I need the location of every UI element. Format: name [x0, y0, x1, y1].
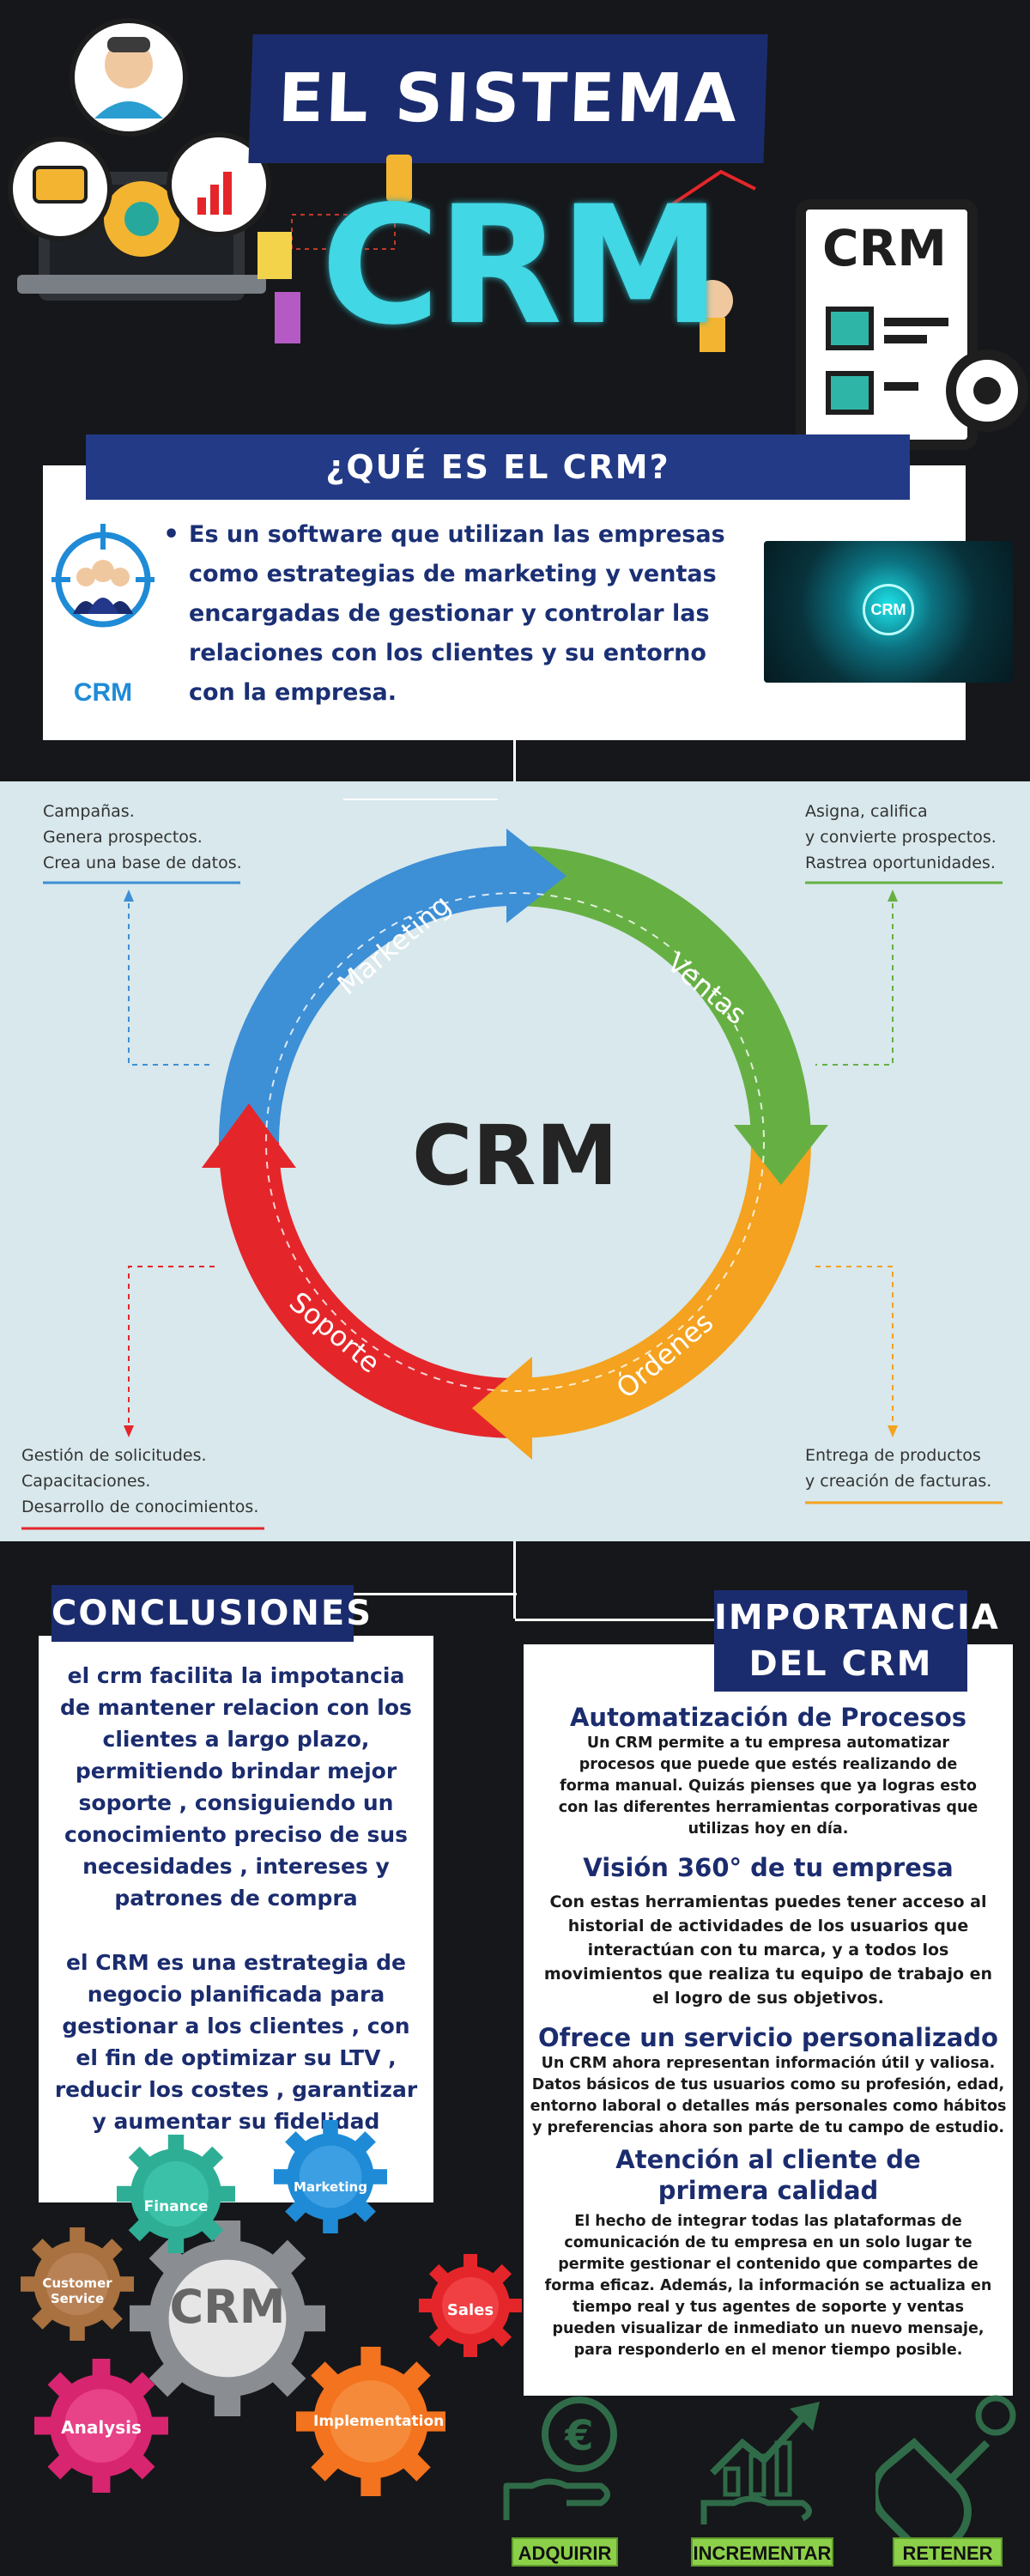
gear-customer-service-label: Customer Service: [42, 2275, 112, 2306]
crm-title-word: CRM: [320, 171, 722, 361]
ventas-arc: [514, 846, 811, 1143]
cycle-center-label: CRM: [412, 1108, 618, 1204]
importance-sections: Automatización de Procesos Un CRM permit…: [528, 1702, 1009, 2361]
gear-marketing-label: Marketing: [294, 2179, 367, 2195]
soporte-arc: [219, 1141, 516, 1438]
crm-photo-label: CRM: [863, 584, 914, 635]
crm-logo-label: CRM: [73, 678, 133, 707]
ventas-notes: Asigna, califica y convierte prospectos.…: [805, 799, 1020, 876]
soporte-arrowhead: [202, 1103, 296, 1168]
gear-center-label: CRM: [169, 2280, 286, 2334]
divider-line: [513, 728, 516, 781]
divider-line: [515, 1619, 714, 1621]
note-line: Crea una base de datos.: [43, 854, 242, 872]
section-text: Con estas herramientas puedes tener acce…: [543, 1893, 993, 2008]
importance-card: [524, 1644, 1013, 2396]
importance-heading: IMPORTANCIA DEL CRM: [714, 1590, 1000, 1692]
crm-gears-illustration: [20, 2120, 522, 2496]
hand-growth-icon: [700, 2402, 820, 2524]
crm-decoration-illustration: [258, 155, 756, 352]
hand-euro-icon: €: [503, 2397, 617, 2520]
divider-line: [343, 799, 498, 800]
divider-line: [354, 1593, 517, 1595]
note-line: Campañas.: [43, 802, 135, 821]
svg-text:€: €: [564, 2412, 593, 2460]
conclusions-paragraph-2: el CRM es una estrategia de negocio plan…: [54, 1950, 418, 2134]
marketing-arrowhead: [506, 829, 566, 923]
marketing-arc: [219, 846, 516, 1143]
crm-checklist-icon: [796, 199, 1028, 450]
gear-implementation-label: Implementation: [313, 2413, 445, 2430]
crm-sign-label: CRM: [822, 219, 947, 277]
crm-cycle-diagram: Marketing Ventas Órdenes Soporte: [21, 829, 1003, 1530]
crm-laptop-illustration: [8, 18, 271, 301]
magnet-person-icon: [876, 2395, 1016, 2537]
note-line: Desarrollo de conocimientos.: [21, 1498, 259, 1516]
section-title: Visión 360° de tu empresa: [583, 1853, 954, 1882]
section-text: Un CRM ahora representan información úti…: [530, 2055, 1007, 2136]
ventas-arrowhead: [734, 1125, 828, 1185]
note-line: y creación de facturas.: [805, 1472, 992, 1491]
note-line: y convierte prospectos.: [805, 828, 997, 847]
what-is-description: Es un software que utilizan las empresas…: [163, 515, 747, 713]
section-title: Ofrece un servicio personalizado: [538, 2023, 998, 2052]
ordenes-notes: Entrega de productos y creación de factu…: [805, 1443, 1020, 1494]
gear-finance-label: Finance: [143, 2198, 209, 2215]
section-text: El hecho de integrar todas las plataform…: [544, 2213, 992, 2359]
note-line: Gestión de solicitudes.: [21, 1446, 207, 1465]
note-line: Capacitaciones.: [21, 1472, 151, 1491]
gear-analysis-label: Analysis: [61, 2417, 142, 2438]
importance-heading-line-2: DEL CRM: [748, 1644, 933, 1684]
section-title: Atención al cliente de primera calidad: [615, 2145, 921, 2205]
ordenes-arrowhead: [472, 1357, 532, 1460]
note-line: Genera prospectos.: [43, 828, 203, 847]
soporte-notes: Gestión de solicitudes. Capacitaciones. …: [21, 1443, 279, 1520]
gear-sales-label: Sales: [446, 2301, 494, 2319]
conclusions-card: [39, 1636, 433, 2202]
note-line: Entrega de productos: [805, 1446, 981, 1465]
note-line: Rastrea oportunidades.: [805, 854, 996, 872]
section-text: Un CRM permite a tu empresa automatizar …: [558, 1735, 978, 1838]
crm-team-target-icon: [52, 524, 154, 628]
incrementar-button[interactable]: INCREMENTAR: [691, 2537, 833, 2567]
importance-heading-line-1: IMPORTANCIA: [714, 1598, 1000, 1637]
crm-photo: CRM: [764, 541, 1013, 683]
conclusions-heading: CONCLUSIONES: [52, 1585, 371, 1642]
note-line: Asigna, califica: [805, 802, 928, 821]
what-is-bullet: Es un software que utilizan las empresas…: [163, 515, 747, 713]
retener-button[interactable]: RETENER: [893, 2537, 1003, 2567]
section-title: Automatización de Procesos: [569, 1703, 967, 1732]
ordenes-arc: [514, 1141, 811, 1438]
marketing-notes: Campañas. Genera prospectos. Crea una ba…: [43, 799, 300, 876]
what-is-heading: ¿QUÉ ES EL CRM?: [86, 434, 910, 500]
conclusions-paragraph-1: el crm facilita la impotancia de mantene…: [60, 1663, 412, 1911]
divider-line: [513, 1541, 516, 1619]
adquirir-button[interactable]: ADQUIRIR: [512, 2537, 618, 2567]
